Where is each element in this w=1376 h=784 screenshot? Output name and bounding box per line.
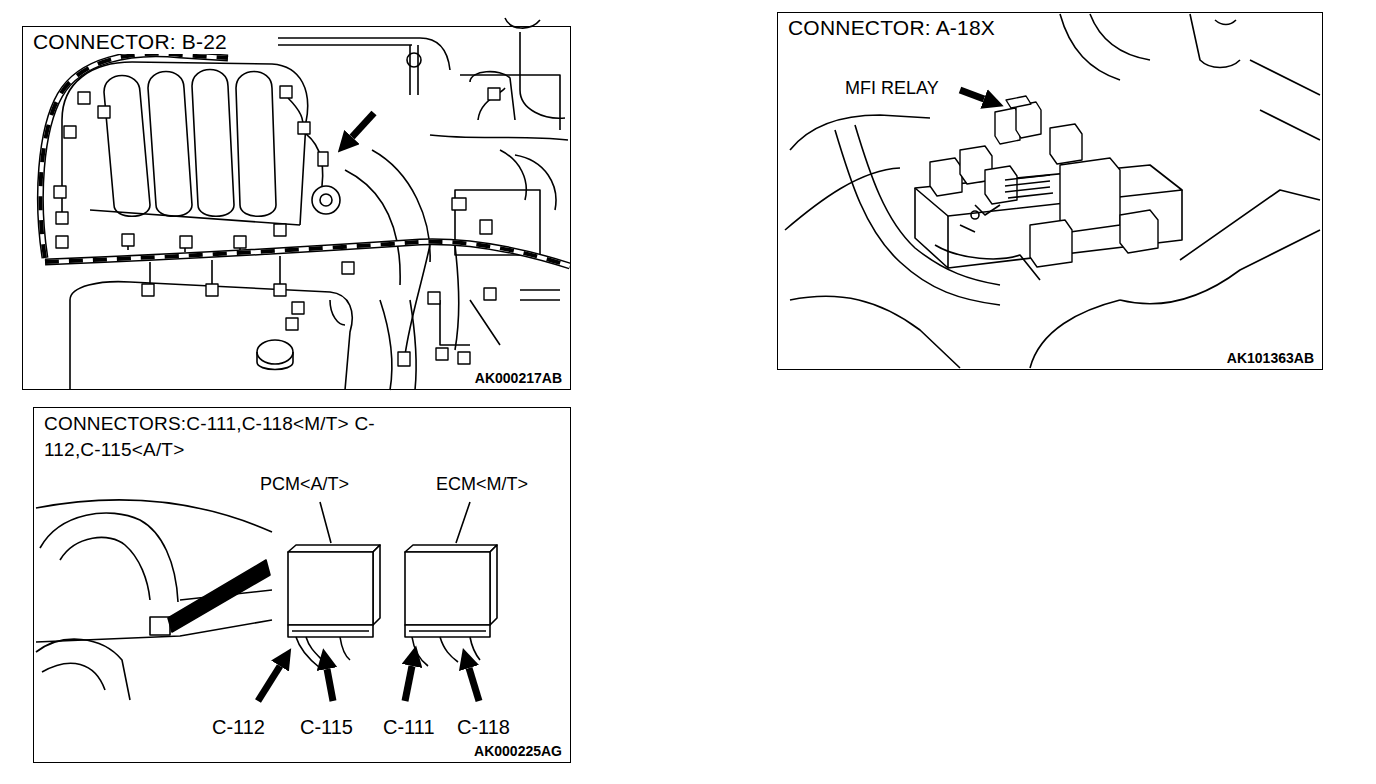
figure-panel: CONNECTORS:C-111,C-118<M/T> C-112,C-115<… [33, 407, 571, 763]
figure-panel: CONNECTOR: A-18X AK101363AB [777, 12, 1323, 370]
connector-number: C-118 [455, 716, 512, 739]
part-name: MFI RELAY [843, 78, 941, 99]
connector-number: C-111 [381, 716, 437, 739]
figure-panel: CONNECTOR: B-22AK000217AB [22, 26, 571, 390]
relay-box-drawing [785, 14, 1320, 368]
module-name: ECM<M/T> [434, 474, 530, 495]
figure-code: AK101363AB [1225, 350, 1316, 366]
connector-title: CONNECTORS:C-111,C-118<M/T> C-112,C-115<… [42, 411, 426, 463]
figure-code: AK000217AB [473, 370, 564, 386]
figure-code: AK000225AG [472, 743, 564, 759]
engine-bay-drawing [40, 18, 570, 390]
connector-title: CONNECTOR: B-22 [31, 30, 229, 54]
connector-number: C-112 [210, 716, 267, 739]
dashboard-drawing [36, 500, 497, 701]
connector-number: C-115 [298, 716, 355, 739]
connector-title: CONNECTOR: A-18X [786, 16, 997, 40]
module-name: PCM<A/T> [258, 474, 351, 495]
